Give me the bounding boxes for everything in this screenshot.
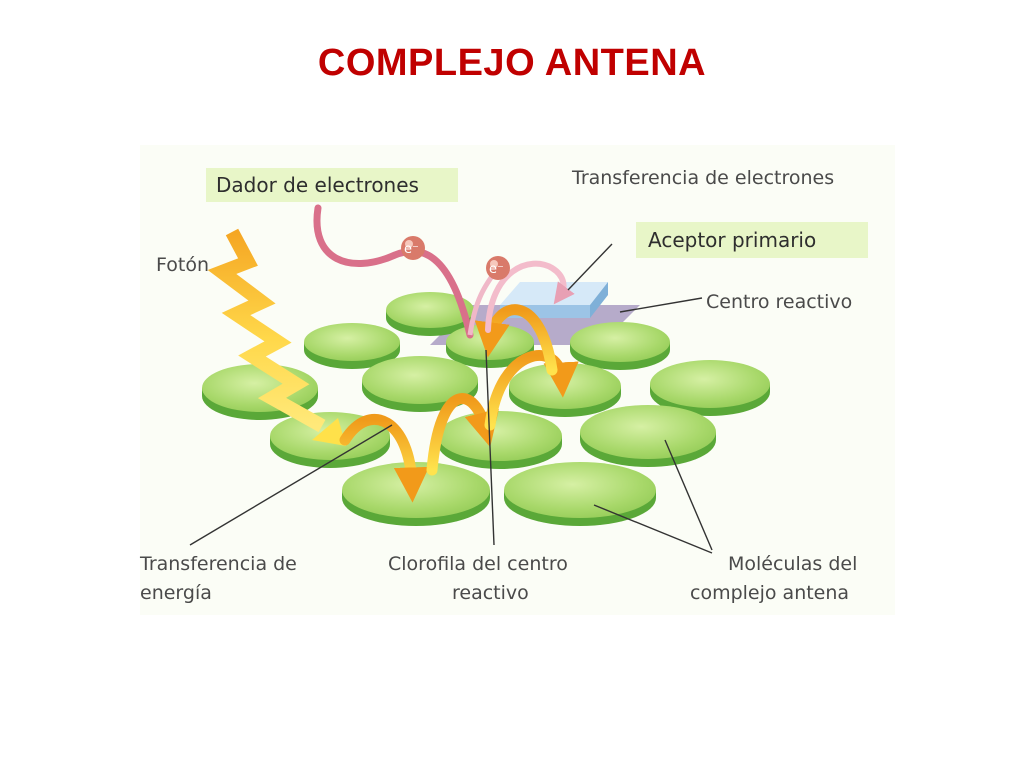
energy-hop-1 xyxy=(339,414,430,503)
electron-donor-label-bg xyxy=(206,168,458,202)
antenna-disc xyxy=(386,292,474,336)
slide-title: COMPLEJO ANTENA xyxy=(317,42,707,84)
photon-label: Fotón xyxy=(156,254,209,276)
electron-transfer-label: Transferencia de electrones xyxy=(571,167,834,189)
energy-hop-3 xyxy=(484,350,579,431)
rc-chlorophyll-label-line2: reactivo xyxy=(452,582,529,604)
energy-transfer-arrows xyxy=(339,304,579,503)
energy-hop-2 xyxy=(426,393,499,476)
svg-text:e⁻: e⁻ xyxy=(489,262,504,277)
electron-donor-label: Dador de electrones xyxy=(216,173,419,197)
energy-transfer-label-line2: energía xyxy=(140,582,212,604)
energy-transfer-label-line1: Transferencia de xyxy=(139,553,297,575)
rc-chlorophyll-label-line1: Clorofila del centro xyxy=(388,553,568,575)
primary-acceptor-label: Aceptor primario xyxy=(648,228,816,252)
antenna-disc xyxy=(570,322,670,370)
antenna-disc xyxy=(362,356,478,412)
electron-1: e⁻ xyxy=(401,236,425,260)
leader-lines xyxy=(189,243,713,554)
antenna-disc xyxy=(438,411,562,469)
antenna-disc xyxy=(304,323,400,369)
reaction-center-label: Centro reactivo xyxy=(706,291,852,313)
antenna-molecules-label-line2: complejo antena xyxy=(690,582,849,604)
antenna-disc xyxy=(650,360,770,416)
antenna-disc xyxy=(580,405,716,467)
electron-2: e⁻ xyxy=(486,256,510,280)
photon-arrow xyxy=(207,228,346,446)
antenna-molecules-label-line1: Moléculas del xyxy=(728,553,857,575)
antenna-discs xyxy=(202,292,770,526)
antenna-disc xyxy=(504,462,656,526)
energy-hop-4 xyxy=(474,304,558,376)
svg-text:e⁻: e⁻ xyxy=(404,242,419,257)
electron-transfer-arrow xyxy=(485,260,575,333)
primary-acceptor-label-bg xyxy=(636,222,868,258)
